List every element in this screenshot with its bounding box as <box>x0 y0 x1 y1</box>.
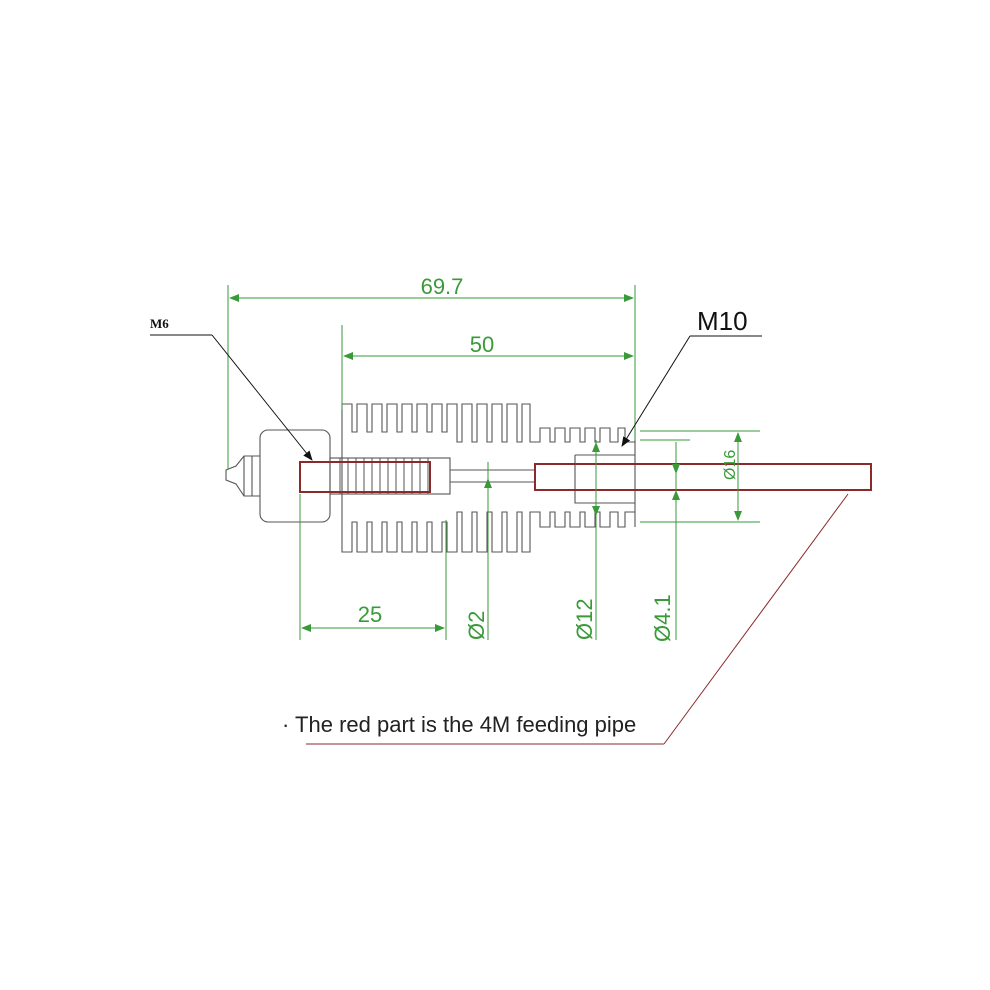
m10-coupling <box>574 454 635 504</box>
feeding-pipe <box>534 463 872 491</box>
nozzle-tip <box>225 455 260 497</box>
neck-diameter-label: Ø12 <box>572 598 597 640</box>
overall-length-label: 69.7 <box>421 274 464 299</box>
thread-length-label: 25 <box>358 602 382 627</box>
arrow-tube-top <box>672 464 680 474</box>
heat-break <box>329 457 451 495</box>
m10-leader-line <box>621 335 691 447</box>
heatsink-core <box>341 428 636 527</box>
m6-leader-line <box>211 334 313 461</box>
heatsink-length-label: 50 <box>470 332 494 357</box>
arrow-bore <box>484 478 492 488</box>
m10-label: M10 <box>697 306 748 336</box>
thread-marks <box>339 458 429 494</box>
m6-thread-red <box>299 461 431 493</box>
heatsink-diameter-label: Ø16 <box>722 450 739 480</box>
arrow-tube-bottom <box>672 490 680 500</box>
tube-diameter-label: Ø4.1 <box>650 594 675 642</box>
bore-diameter-label: Ø2 <box>464 611 489 640</box>
arrow-neck-bottom <box>592 506 600 516</box>
m6-label: M6 <box>150 316 169 331</box>
caption-leader-line <box>663 493 849 745</box>
heatsink-fins-bottom <box>341 511 635 553</box>
caption-text: · The red part is the 4M feeding pipe <box>282 712 636 737</box>
heatsink-fins-top <box>341 403 635 443</box>
arrow-neck-top <box>592 442 600 452</box>
heater-block <box>259 429 331 523</box>
